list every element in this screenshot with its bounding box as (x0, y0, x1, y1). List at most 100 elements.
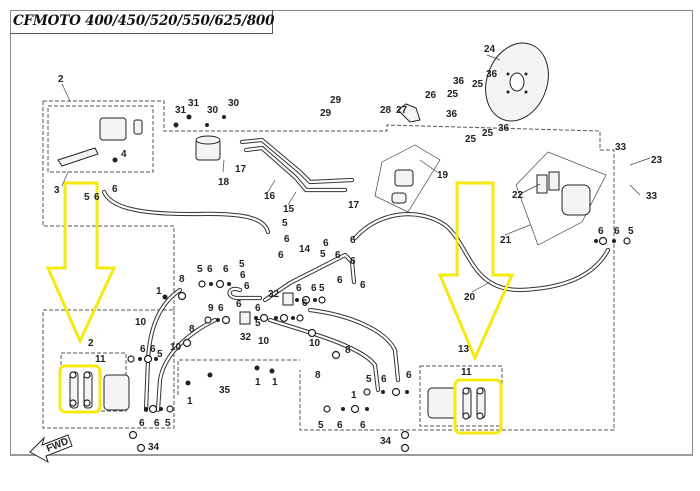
callout-8: 8 (345, 345, 351, 356)
callout-5: 5 (165, 418, 171, 429)
callout-1: 1 (156, 286, 162, 297)
callout-6: 6 (244, 281, 250, 292)
callout-6: 6 (335, 250, 341, 261)
callout-5: 5 (255, 318, 261, 329)
left-pad-highlight-box (58, 364, 102, 414)
callout-5: 5 (366, 374, 372, 385)
callout-29: 29 (330, 95, 342, 106)
callout-30: 30 (207, 105, 219, 116)
callout-28: 28 (380, 105, 392, 116)
callout-20: 20 (464, 292, 476, 303)
callout-2: 2 (88, 338, 94, 349)
callout-6: 6 (236, 299, 242, 310)
callout-1: 1 (255, 377, 261, 388)
callout-5: 5 (157, 349, 163, 360)
callout-15: 15 (283, 204, 295, 215)
callout-27: 27 (396, 105, 408, 116)
callout-5: 5 (197, 264, 203, 275)
callout-33: 33 (615, 142, 627, 153)
title-box (10, 10, 273, 34)
callout-25: 25 (482, 128, 494, 139)
callout-2: 2 (58, 74, 64, 85)
master-cylinder-lever (57, 117, 143, 167)
callout-6: 6 (381, 374, 387, 385)
mid-boundary (177, 359, 300, 395)
callout-6: 6 (284, 234, 290, 245)
callout-6: 6 (350, 256, 356, 267)
callout-36: 36 (453, 76, 465, 87)
callout-6: 6 (150, 344, 156, 355)
brake-hoses (101, 137, 611, 413)
callout-25: 25 (465, 134, 477, 145)
callout-11: 11 (95, 354, 106, 365)
hose-16 (239, 137, 355, 185)
left-upper-boundary (42, 101, 175, 310)
callout-5: 5 (320, 249, 326, 260)
callout-10: 10 (309, 338, 321, 349)
brake-disc (485, 42, 549, 122)
callout-5: 5 (319, 283, 325, 294)
callout-5: 5 (282, 218, 288, 229)
callout-6: 6 (350, 235, 356, 246)
right-front-caliper (427, 387, 486, 420)
callout-6: 6 (302, 298, 308, 309)
callout-14: 14 (299, 244, 311, 255)
callout-33: 33 (646, 191, 658, 202)
callout-labels: 2 2 3 4 5 6 6 31 31 30 30 18 17 16 15 17… (54, 44, 663, 453)
hose-20 (352, 212, 611, 293)
page-title: CFMOTO 400/450/520/550/625/800 (13, 13, 275, 29)
left-caliper-boundary (42, 309, 175, 429)
callout-24: 24 (484, 44, 496, 55)
right-highlight-arrow (437, 181, 515, 362)
callout-5: 5 (318, 420, 324, 431)
callout-6: 6 (296, 283, 302, 294)
callout-21: 21 (500, 235, 512, 246)
lever-assembly-boundary (47, 105, 154, 173)
highlight-overlays (45, 181, 515, 435)
callout-17: 17 (235, 164, 247, 175)
callout-6: 6 (311, 283, 317, 294)
right-pad-highlight-box (453, 378, 503, 435)
callout-6: 6 (406, 370, 412, 381)
callout-36: 36 (498, 123, 510, 134)
leader-lines (61, 54, 651, 293)
callout-6: 6 (223, 264, 229, 275)
callout-30: 30 (228, 98, 240, 109)
master-cylinder-boundary (43, 100, 615, 431)
callout-6: 6 (337, 420, 343, 431)
callout-6: 6 (337, 275, 343, 286)
callout-13: 13 (458, 344, 470, 355)
callout-6: 6 (360, 420, 366, 431)
callout-35: 35 (219, 385, 231, 396)
callout-34: 34 (148, 442, 160, 453)
callout-8: 8 (179, 274, 185, 285)
callout-6: 6 (94, 192, 100, 203)
callout-5: 5 (628, 226, 634, 237)
callout-16: 16 (264, 191, 276, 202)
callout-10: 10 (258, 336, 270, 347)
callout-8: 8 (189, 324, 195, 335)
callout-32: 32 (268, 289, 280, 300)
callout-36: 36 (486, 69, 498, 80)
callout-6: 6 (360, 280, 366, 291)
callout-6: 6 (240, 270, 246, 281)
callout-22: 22 (512, 190, 524, 201)
left-highlight-arrow (45, 181, 117, 345)
callout-1: 1 (187, 396, 193, 407)
callout-4: 4 (121, 149, 127, 160)
callout-11: 11 (461, 367, 472, 378)
callout-23: 23 (651, 155, 663, 166)
callout-6: 6 (323, 238, 329, 249)
callout-5: 5 (239, 259, 245, 270)
callout-25: 25 (447, 89, 459, 100)
fittings (127, 236, 631, 453)
callout-5: 5 (84, 192, 90, 203)
callout-29: 29 (320, 108, 332, 119)
callout-6: 6 (139, 418, 145, 429)
callout-36: 36 (446, 109, 458, 120)
callout-31: 31 (175, 105, 187, 116)
callout-6: 6 (207, 264, 213, 275)
callout-1: 1 (272, 377, 278, 388)
callout-1: 1 (351, 390, 357, 401)
callout-25: 25 (472, 79, 484, 90)
